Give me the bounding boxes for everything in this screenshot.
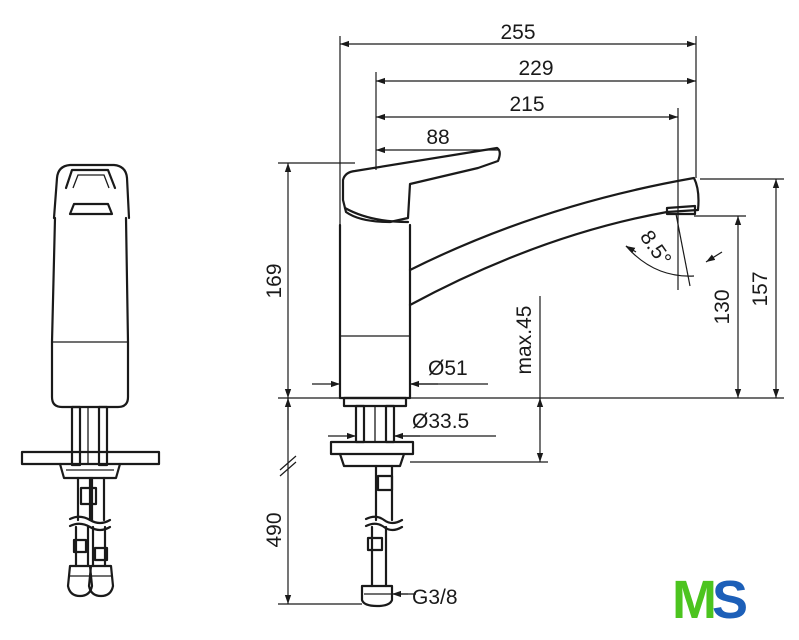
label-body-height: 169	[263, 263, 286, 298]
dimension-lines	[278, 36, 784, 605]
label-spout-length: 229	[518, 57, 553, 80]
label-shank-diameter: Ø33.5	[412, 410, 469, 433]
faucet-side-view	[20, 163, 161, 598]
label-outlet-length: 215	[509, 93, 544, 116]
label-overall-length: 255	[500, 21, 535, 44]
dimension-labels: 255 229 215 88 169 8.5° 130 157 Ø51 max.…	[263, 21, 772, 609]
label-connection-thread: G3/8	[412, 586, 458, 609]
label-total-height: 157	[749, 271, 772, 306]
label-max-deck-thickness: max.45	[513, 306, 536, 375]
label-hose-length: 490	[263, 512, 286, 547]
logo-letter-m: M	[672, 570, 717, 630]
label-outlet-height: 130	[711, 289, 734, 324]
logo-letter-s: S	[712, 570, 748, 630]
label-spout-angle: 8.5°	[635, 226, 675, 270]
label-body-diameter: Ø51	[428, 357, 468, 380]
faucet-front-view	[329, 146, 700, 608]
ms-logo: M S	[672, 570, 748, 630]
label-lever-length: 88	[426, 126, 449, 149]
